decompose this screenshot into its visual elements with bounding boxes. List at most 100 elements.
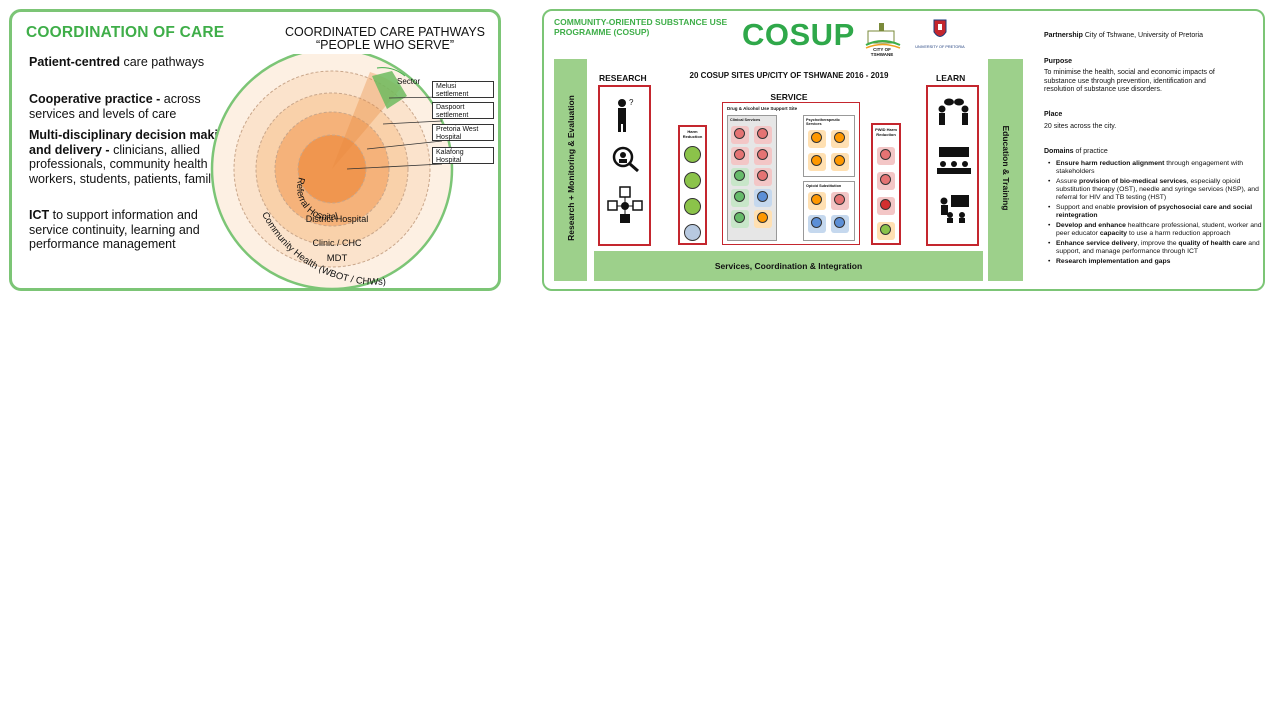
label-mdt: MDT — [327, 253, 348, 264]
bullet-multidisciplinary: Multi-disciplinary decision making and d… — [29, 128, 234, 186]
pwid-harm-reduction-box: PWID Harm Reduction — [871, 123, 901, 245]
callout-line-daspoort — [382, 120, 443, 125]
opioid-tile-3 — [808, 215, 826, 233]
opioid-tile-4 — [831, 215, 849, 233]
domain-item-5: Enhance service delivery, improve the qu… — [1048, 240, 1262, 256]
domain-item-3: Support and enable provision of psychoso… — [1048, 204, 1262, 220]
place-label: Place — [1044, 111, 1063, 118]
discussion-icon — [938, 98, 969, 125]
clinical-tile-8 — [754, 189, 772, 207]
clinical-tile-4 — [754, 147, 772, 165]
university-crest-icon — [933, 19, 947, 37]
clinical-tile-9 — [731, 210, 749, 228]
cosup-panel: COMMUNITY-ORIENTED SUBSTANCE USE PROGRAM… — [542, 9, 1265, 291]
pwid-tile-3 — [877, 197, 895, 215]
purpose-text: To minimise the health, social and econo… — [1044, 69, 1215, 93]
clinical-tile-1 — [731, 126, 749, 144]
coordination-of-care-panel: COORDINATION OF CARE COORDINATED CARE PA… — [9, 9, 501, 291]
bullet-patient-centred: Patient-centred care pathways — [29, 55, 205, 69]
pathways-title-line1: COORDINATED CARE PATHWAYS — [284, 25, 485, 39]
pathways-title: COORDINATED CARE PATHWAYS “PEOPLE WHO SE… — [280, 26, 490, 52]
sites-title: 20 COSUP SITES UP/CITY OF TSHWANE 2016 -… — [689, 71, 889, 80]
research-heading: RESEARCH — [599, 73, 647, 83]
magnifier-people-icon — [612, 146, 639, 173]
research-box: ? — [598, 85, 651, 246]
domains-list: Ensure harm reduction alignment through … — [1046, 160, 1262, 267]
university-logo-text: UNIVERSITY OF PRETORIA — [915, 45, 965, 49]
learn-heading: LEARN — [936, 73, 966, 83]
svg-text:?: ? — [629, 98, 634, 107]
left-bar: Research + Monitoring & Evaluation — [554, 59, 587, 281]
ring-referral — [297, 134, 367, 204]
psycho-tile-1 — [808, 130, 826, 148]
sector-label: Sector — [397, 77, 420, 86]
opioid-substitution-box: Opioid Substitution — [803, 181, 855, 241]
clinical-tile-5 — [731, 168, 749, 186]
pwid-tile-1 — [877, 147, 895, 165]
psycho-tile-4 — [831, 153, 849, 171]
harm-reduction-label: Harm Reduction — [682, 129, 703, 139]
bullet-cooperative-practice: Cooperative practice - across services a… — [29, 92, 201, 121]
psycho-label: Psychotherapeutic Services — [806, 118, 840, 127]
psycho-tile-3 — [808, 153, 826, 171]
clinical-tile-10 — [754, 210, 772, 228]
pwid-label: PWID Harm Reduction — [875, 127, 897, 137]
harm-icon-3 — [684, 198, 701, 215]
clinical-services-box: Clinical Services — [727, 115, 777, 241]
psycho-tile-2 — [831, 130, 849, 148]
domains-heading: Domains of practice — [1044, 148, 1108, 155]
pwid-tile-4 — [877, 222, 895, 240]
data-network-icon — [607, 186, 643, 223]
learn-box — [926, 85, 979, 246]
right-bar-label: Education & Training — [1001, 125, 1011, 211]
sector-highlight — [372, 71, 407, 109]
classroom-icon — [937, 147, 971, 174]
city-hall-icon — [865, 23, 901, 49]
pathways-title-line2: “PEOPLE WHO SERVE” — [316, 38, 454, 52]
panel-title: COORDINATION OF CARE — [26, 24, 225, 41]
presentation-icon — [940, 195, 969, 223]
bullet-ict: ICT to support information and service c… — [29, 208, 200, 251]
partnership-label: Partnership — [1044, 32, 1083, 39]
bottom-bar-label: Services, Coordination & Integration — [714, 261, 863, 271]
callout-line-kalafong — [346, 163, 443, 170]
sector-arrow — [376, 67, 406, 77]
city-of-tshwane-logo: CITY OF TSHWANE — [862, 17, 902, 57]
pwid-tile-2 — [877, 172, 895, 190]
clinical-tile-6 — [754, 168, 772, 186]
service-heading: SERVICE — [770, 92, 808, 102]
researcher-icon: ? — [618, 98, 634, 132]
callout-line-pretoria-west — [366, 140, 443, 150]
label-district-hospital: District Hospital — [306, 214, 369, 224]
opioid-tile-2 — [831, 192, 849, 210]
domain-item-1: Ensure harm reduction alignment through … — [1048, 160, 1262, 176]
drug-site-label: Drug & Alcohol Use Support Site — [727, 106, 798, 111]
partnership-text: City of Tshwane, University of Pretoria — [1084, 32, 1203, 39]
domain-item-6: Research implementation and gaps — [1048, 258, 1262, 266]
programme-header: COMMUNITY-ORIENTED SUBSTANCE USE PROGRAM… — [554, 17, 728, 37]
opioid-tile-1 — [808, 192, 826, 210]
right-bar: Education & Training — [988, 59, 1023, 281]
cosup-logo: COSUP — [742, 17, 855, 52]
opioid-label: Opioid Substitution — [806, 184, 842, 188]
harm-icon-1 — [684, 146, 701, 163]
place-text: 20 sites across the city. — [1044, 123, 1117, 130]
harm-icon-2 — [684, 172, 701, 189]
city-logo-text: CITY OF TSHWANE — [870, 47, 894, 57]
purpose-label: Purpose — [1044, 58, 1073, 65]
care-rings-diagram: Sector Referral Hospital District Hospit… — [210, 54, 454, 290]
university-of-pretoria-logo: UNIVERSITY OF PRETORIA — [914, 17, 966, 57]
left-bar-label: Research + Monitoring & Evaluation — [566, 95, 576, 241]
domain-item-2: Assure provision of bio-medical services… — [1048, 178, 1262, 203]
clinical-tile-2 — [754, 126, 772, 144]
domain-item-4: Develop and enhance healthcare professio… — [1048, 222, 1262, 238]
clinical-label: Clinical Services — [730, 118, 761, 122]
label-clinic-chc: Clinic / CHC — [312, 238, 362, 248]
harm-reduction-box: Harm Reduction — [678, 125, 707, 245]
drug-alcohol-site-box: Drug & Alcohol Use Support Site Clinical… — [722, 102, 860, 245]
psychotherapeutic-box: Psychotherapeutic Services — [803, 115, 855, 177]
